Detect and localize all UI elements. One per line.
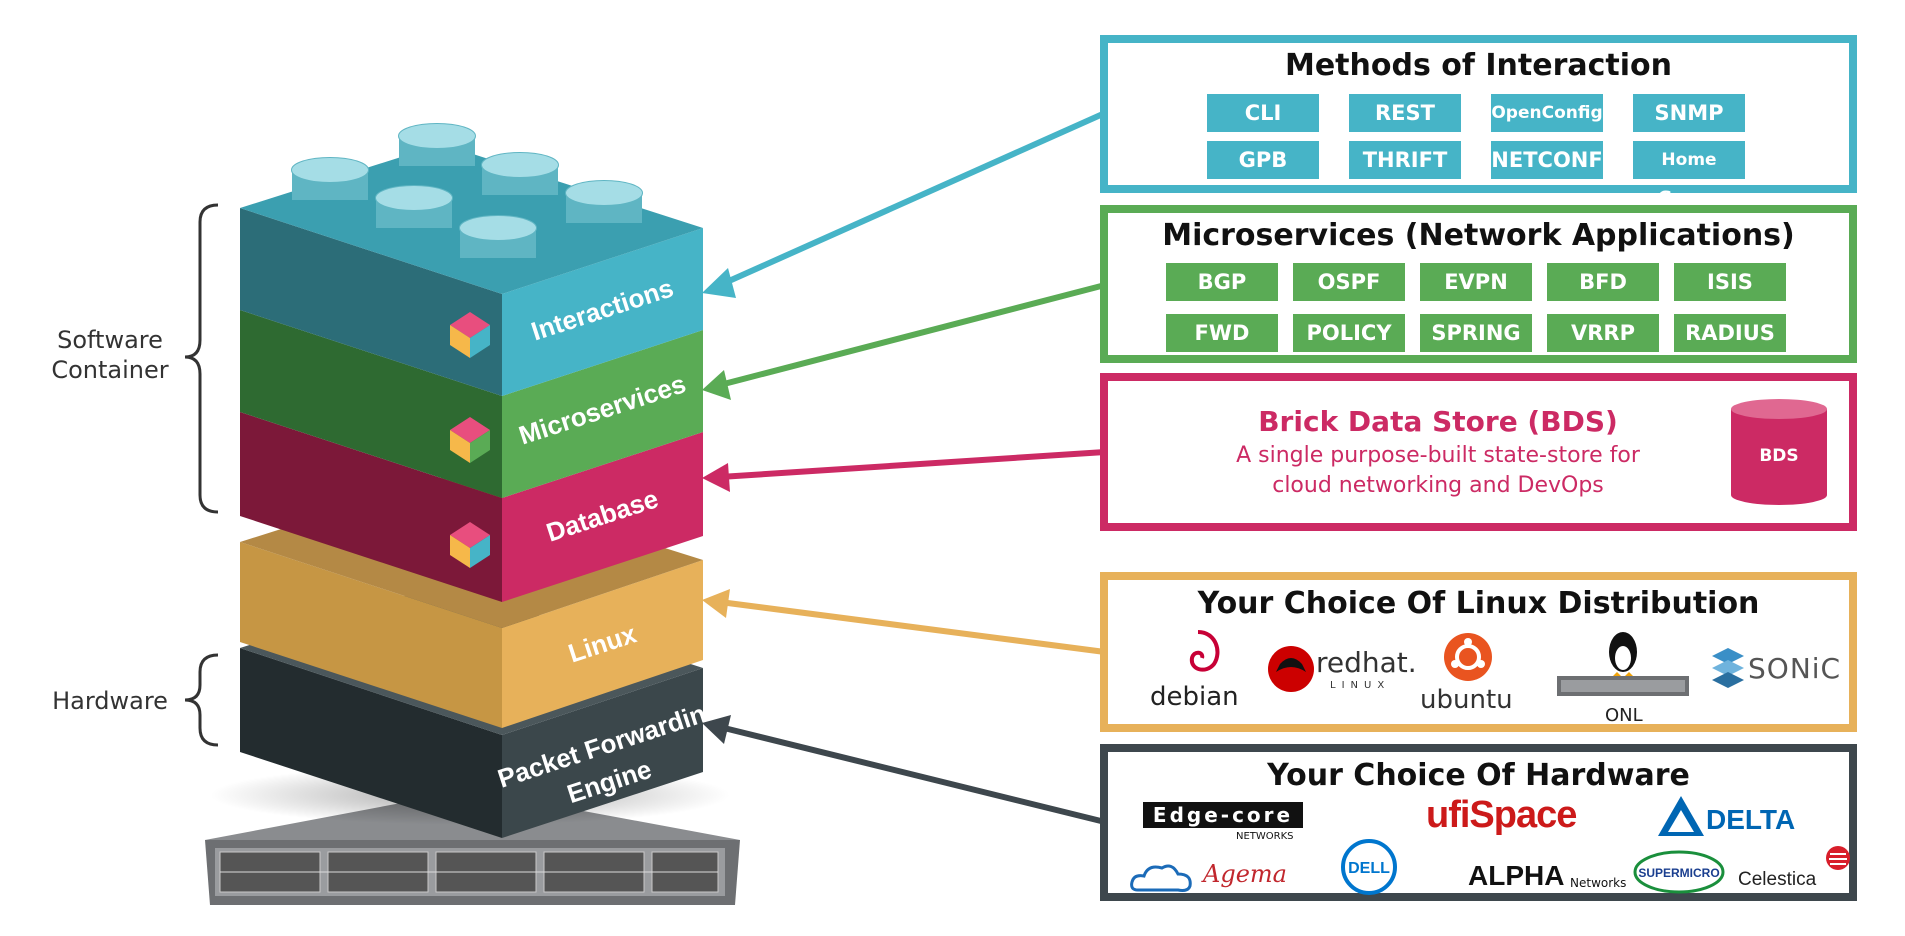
- edgecore-logo-subtext: NETWORKS: [1236, 831, 1294, 842]
- dell-logo-text: DELL: [1348, 860, 1390, 877]
- chip-spring: SPRING: [1420, 314, 1532, 352]
- chip-netconf: NETCONF: [1491, 141, 1603, 179]
- chip-thrift: THRIFT: [1349, 141, 1461, 179]
- arrow-database: [719, 449, 1106, 480]
- brace-hardware: [184, 653, 219, 747]
- chip-bgp: BGP: [1166, 263, 1278, 301]
- chip-fwd: FWD: [1166, 314, 1278, 352]
- alpha-logo-text: ALPHA: [1468, 860, 1565, 891]
- chip-evpn: EVPN: [1420, 263, 1532, 301]
- arrowhead-icon: [702, 589, 730, 618]
- arrowhead-icon: [702, 463, 730, 492]
- panel-linux-distribution: Your Choice Of Linux Distribution debian…: [1100, 572, 1857, 732]
- redhat-logo-icon: [1268, 646, 1314, 692]
- label-hardware: Hardware: [52, 687, 168, 715]
- chip-rest: REST: [1349, 94, 1461, 132]
- panel-hardware: Your Choice Of Hardware Edge-core NETWOR…: [1100, 744, 1857, 901]
- arrow-hardware: [719, 724, 1106, 825]
- debian-logo-icon: [1189, 630, 1220, 672]
- panel-microservices: Microservices (Network Applications) BGP…: [1100, 205, 1857, 363]
- chip-home-grown: Home Grown: [1633, 141, 1745, 208]
- bds-cylinder-label: BDS: [1759, 446, 1798, 466]
- chip-snmp: SNMP: [1633, 94, 1745, 132]
- panel-title: Microservices (Network Applications): [1162, 218, 1795, 253]
- celestica-logo-text: Celestica: [1738, 869, 1817, 890]
- layer-microservices: [240, 310, 703, 498]
- panel-methods-of-interaction: Methods of Interaction CLI REST OpenConf…: [1100, 35, 1857, 208]
- arrowhead-icon: [702, 268, 736, 298]
- supermicro-logo-text: SUPERMICRO: [1638, 866, 1719, 880]
- layer-database: [240, 412, 703, 602]
- panel-brick-data-store: Brick Data Store (BDS) A single purpose-…: [1100, 373, 1857, 531]
- chip-bfd: BFD: [1547, 263, 1659, 301]
- arrowhead-icon: [702, 370, 731, 400]
- sonic-logo-text: SONiC: [1748, 652, 1842, 685]
- panel-title: Your Choice Of Hardware: [1267, 758, 1690, 793]
- agema-logo-text: Agema: [1203, 860, 1287, 888]
- cube-logo-icon: [450, 522, 490, 568]
- brace-software: [184, 203, 219, 514]
- switch-hardware-image: [205, 790, 740, 905]
- bds-description-line2: cloud networking and DevOps: [1272, 473, 1604, 498]
- bds-title: Brick Data Store (BDS): [1258, 405, 1618, 438]
- arrowhead-icon: [702, 715, 731, 744]
- ufispace-logo-text: ufiSpace: [1426, 794, 1577, 836]
- chip-vrrp: VRRP: [1547, 314, 1659, 352]
- ubuntu-logo-icon: [1444, 633, 1492, 681]
- delta-logo-icon: [1658, 796, 1704, 836]
- chip-openconfig: OpenConfig: [1491, 94, 1603, 132]
- dell-logo-icon: DELL: [1341, 839, 1397, 895]
- debian-logo-text: debian: [1150, 682, 1239, 712]
- chip-isis: ISIS: [1674, 263, 1786, 301]
- label-software-container: Software Container: [51, 326, 169, 384]
- redhat-logo-text: redhat.: [1316, 646, 1417, 679]
- chip-ospf: OSPF: [1293, 263, 1405, 301]
- alpha-logo-subtext: Networks: [1570, 876, 1627, 890]
- arrow-interactions: [718, 110, 1107, 288]
- celestica-logo-icon: [1826, 846, 1850, 870]
- cube-logo-icon: [450, 417, 490, 463]
- arrow-linux: [719, 599, 1106, 655]
- arrow-microservices: [719, 282, 1106, 388]
- onl-logo-text: ONL: [1605, 705, 1643, 726]
- panel-title: Methods of Interaction: [1284, 48, 1672, 83]
- chip-gpb: GPB: [1207, 141, 1319, 179]
- supermicro-logo-icon: SUPERMICRO: [1633, 850, 1725, 894]
- agema-cloud-icon: [1130, 864, 1192, 892]
- layer-interactions: [240, 123, 703, 396]
- panel-title: Your Choice Of Linux Distribution: [1197, 586, 1760, 621]
- chip-policy: POLICY: [1293, 314, 1405, 352]
- delta-logo-text: DELTA: [1706, 804, 1796, 835]
- database-cylinder-icon: BDS: [1731, 399, 1827, 505]
- edgecore-logo-text: Edge-core: [1143, 802, 1303, 828]
- onl-tux-switch-icon: [1557, 632, 1689, 696]
- sonic-logo-icon: [1712, 648, 1744, 688]
- chip-radius: RADIUS: [1674, 314, 1786, 352]
- ubuntu-logo-text: ubuntu: [1420, 685, 1513, 715]
- bds-description-line1: A single purpose-built state-store for: [1236, 443, 1640, 468]
- redhat-logo-subtext: LINUX: [1330, 680, 1391, 691]
- cube-logo-icon: [450, 312, 490, 358]
- chip-cli: CLI: [1207, 94, 1319, 132]
